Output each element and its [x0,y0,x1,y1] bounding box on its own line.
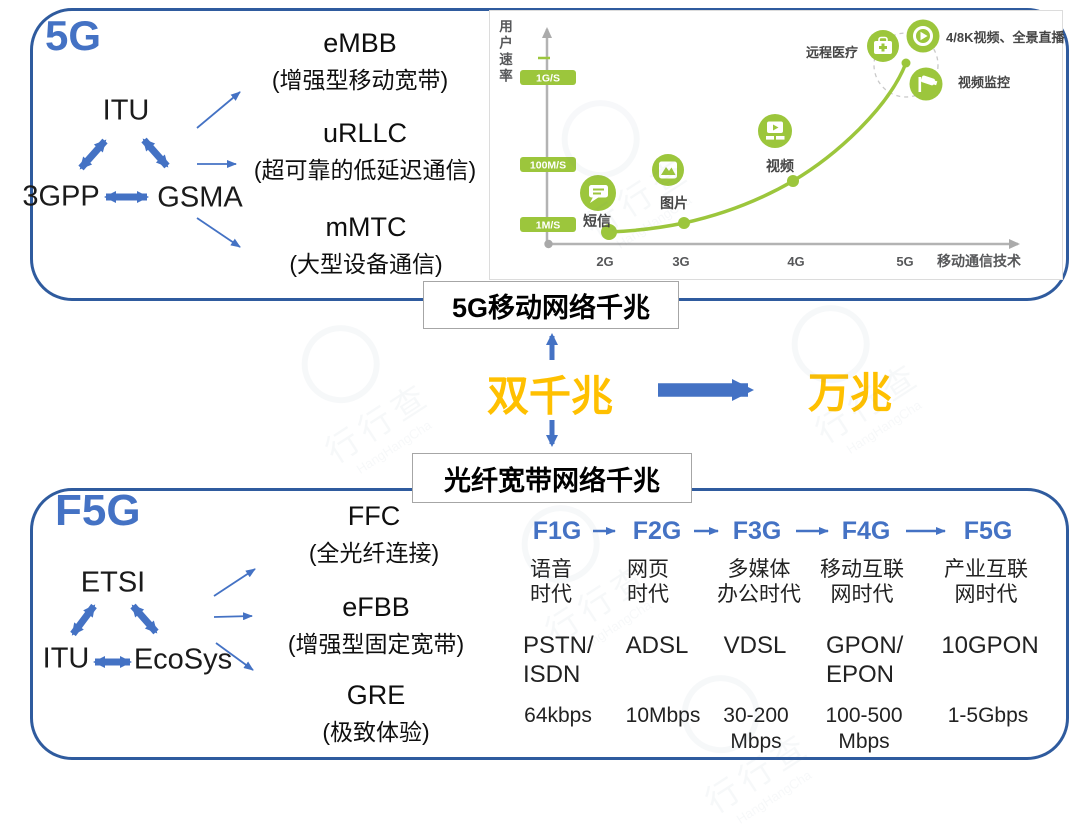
user-rate-curve [608,62,908,234]
sms-icon [580,175,616,211]
service-abbr: eMBB [323,28,397,58]
service-desc: (极致体验) [322,719,430,745]
user-rate-chart: 用户速率 1G/S 100M/S 1M/S [489,10,1065,280]
video-icon [758,114,792,148]
data-point-5g [901,58,911,68]
data-point-4g [787,175,799,187]
service-embb: eMBB (增强型移动宽带) [272,28,448,95]
service-abbr: uRLLC [322,118,408,148]
tech-cell: GPON/ EPON [826,632,904,688]
speed-cell: 10Mbps [625,704,701,727]
org-gsma: GSMA [157,181,243,214]
service-abbr: eFBB [342,592,410,622]
speed-cell: 30-200 Mbps [723,704,789,753]
chart-y-axis-label: 用户速率 [497,19,512,85]
watermark-logo [286,310,395,419]
tech-cell: 10GPON [941,632,1039,659]
axis-origin-dot [544,239,553,249]
data-point-3g [678,217,690,229]
label-sms: 短信 [583,213,611,229]
label-video: 视频 [766,158,794,174]
service-abbr: mMTC [325,212,407,242]
service-efbb: eFBB (增强型固定宽带) [288,592,464,659]
gen-header-f1g: F1G [532,517,582,545]
speed-cell: 100-500 Mbps [825,704,903,753]
gen-header-f5g: F5G [963,517,1013,545]
picture-icon [652,154,684,186]
era-cell: 多媒体 办公时代 [717,558,801,606]
org-3gpp: 3GPP [22,180,100,213]
x-tick-5g: 5G [896,254,913,269]
chart-x-axis-label: 移动通信技术 [937,253,1021,269]
service-abbr: GRE [346,680,406,710]
ten-gigabit-label: 万兆 [807,369,893,417]
svg-text:1M/S: 1M/S [536,220,561,232]
service-desc: (大型设备通信) [289,251,443,277]
era-cell: 移动互联 网时代 [820,558,904,606]
service-desc: (增强型固定宽带) [287,631,465,657]
label-uhd: 4/8K视频、全景直播 [946,30,1065,45]
service-desc: (全光纤连接) [308,540,440,566]
speed-cell: 1-5Gbps [947,704,1029,727]
y-tick-1ms: 1M/S [520,217,576,232]
chart-canvas: 1G/S 100M/S 1M/S [520,19,1065,269]
era-cell: 网页 时代 [627,558,669,606]
y-tick-100ms: 100M/S [520,157,576,172]
dual-gigabit-label: 双千兆 [486,372,614,420]
service-urllc: uRLLC (超可靠的低延迟通信) [254,118,476,185]
tech-cell: ADSL [625,632,689,659]
speed-cell: 64kbps [524,704,592,727]
org-ecosys: EcoSys [133,643,233,676]
x-tick-2g: 2G [596,254,613,269]
5g-title: 5G [45,12,102,59]
play-icon [906,19,940,53]
service-mmtc: mMTC (大型设备通信) [289,212,442,279]
era-cell: 语音 时代 [530,558,572,606]
cctv-icon [909,67,943,101]
gen-header-f2g: F2G [632,517,682,545]
data-point-2g [601,224,617,240]
gen-header-f4g: F4G [841,517,891,545]
y-tick-1gs: 1G/S [520,70,576,85]
label-telemedicine: 远程医疗 [806,45,858,60]
svg-text:1G/S: 1G/S [536,73,560,85]
org-etsi: ETSI [80,566,146,599]
gen-header-f3g: F3G [732,517,782,545]
mobile-gigabit-box: 5G移动网络千兆 [423,281,679,329]
telemedicine-icon [867,30,899,62]
5g-apps-dashed-circle [873,32,939,98]
fiber-gigabit-box: 光纤宽带网络千兆 [412,453,692,503]
label-cctv: 视频监控 [958,75,1010,90]
svg-text:100M/S: 100M/S [530,160,566,172]
f5g-title: F5G [55,486,141,535]
service-ffc: FFC (全光纤连接) [309,501,439,568]
tech-cell: PSTN/ ISDN [523,632,594,688]
service-desc: (超可靠的低延迟通信) [253,157,477,183]
org-itu: ITU [102,94,150,127]
label-picture: 图片 [660,195,688,211]
tech-cell: VDSL [723,632,787,659]
service-gre: GRE (极致体验) [322,680,429,747]
org-itu-f5g: ITU [42,642,90,675]
service-abbr: FFC [347,501,401,531]
service-desc: (增强型移动宽带) [271,67,449,93]
era-cell: 产业互联 网时代 [944,558,1028,606]
x-tick-3g: 3G [672,254,689,269]
x-tick-4g: 4G [787,254,804,269]
